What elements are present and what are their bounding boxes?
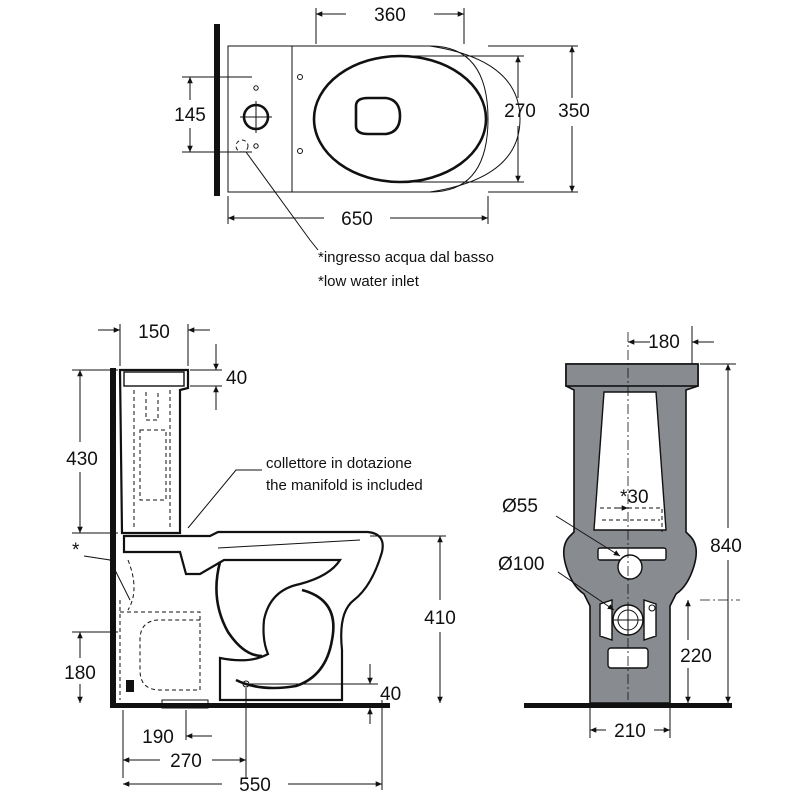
front-view: 180 *30 Ø55 Ø100 840 220 210 bbox=[498, 326, 742, 742]
inlet-cross bbox=[240, 101, 272, 133]
dim-220-label: 220 bbox=[680, 646, 712, 667]
side-bowl-body bbox=[122, 530, 384, 702]
dim-d55-label: Ø55 bbox=[502, 496, 538, 517]
side-outlet-curve bbox=[235, 588, 335, 690]
side-cistern-lid bbox=[123, 371, 185, 387]
wall-side-view bbox=[110, 368, 116, 706]
note-low-inlet-it: *ingresso acqua dal basso bbox=[318, 249, 494, 266]
note-manifold-en: the manifold is included bbox=[266, 477, 423, 494]
dim-210-label: 210 bbox=[614, 721, 646, 742]
side-floor-fixing bbox=[126, 680, 134, 692]
dim-270b-label: 270 bbox=[170, 751, 202, 772]
dim-190-label: 190 bbox=[142, 727, 174, 748]
note-manifold-it: collettore in dotazione bbox=[266, 455, 412, 472]
front-cistern-face bbox=[593, 391, 667, 531]
dim-410-label: 410 bbox=[424, 608, 456, 629]
seat-hole-bottom bbox=[297, 148, 303, 154]
top-tank-outline bbox=[228, 45, 293, 193]
dim-430-label: 430 bbox=[66, 449, 98, 470]
front-lid bbox=[565, 363, 699, 387]
dim-d100-label: Ø100 bbox=[498, 554, 544, 575]
dim-180-label: 180 bbox=[64, 663, 96, 684]
dim-270-ext bbox=[400, 55, 524, 183]
dim-550-label: 550 bbox=[239, 775, 271, 796]
dim-40a-label: 40 bbox=[226, 368, 247, 389]
side-cistern-internals bbox=[133, 390, 171, 530]
side-trap-curve bbox=[215, 561, 263, 658]
front-fixing-dot bbox=[648, 604, 656, 612]
note-low-inlet-en: *low water inlet bbox=[318, 273, 420, 290]
low-inlet-leader bbox=[245, 151, 319, 251]
side-view: collettore in dotazione the manifold is … bbox=[64, 322, 456, 796]
manifold-leader bbox=[187, 469, 262, 529]
side-outlet-center bbox=[242, 680, 250, 688]
floor-side-view bbox=[110, 703, 390, 708]
dim-840-label: 840 bbox=[710, 536, 742, 557]
tank-hole-top bbox=[253, 85, 259, 91]
dim-f180-label: 180 bbox=[648, 332, 680, 353]
top-drain-opening bbox=[354, 96, 402, 136]
side-star-leader bbox=[83, 555, 131, 601]
side-cistern bbox=[118, 368, 190, 535]
dim-650-label: 650 bbox=[341, 209, 373, 230]
floor-front-view bbox=[524, 703, 732, 708]
low-inlet-marker bbox=[235, 139, 249, 153]
seat-hole-top bbox=[297, 74, 303, 80]
dim-145-label: 145 bbox=[174, 105, 206, 126]
dim-360-label: 360 bbox=[374, 5, 406, 26]
front-cistern-dashed bbox=[600, 507, 663, 532]
dim-f30-label: *30 bbox=[620, 487, 649, 508]
dim-350-ext bbox=[488, 45, 578, 193]
top-seat-arc bbox=[429, 45, 521, 193]
side-manifold-dashed bbox=[120, 611, 201, 691]
side-seat-line bbox=[217, 539, 361, 549]
dim-d55-leader bbox=[555, 515, 621, 557]
dim-350-label: 350 bbox=[558, 101, 590, 122]
side-floor-flange bbox=[161, 699, 209, 709]
dim-150-label: 150 bbox=[138, 322, 170, 343]
top-view: 360 145 270 350 650 *ingresso acqua dal … bbox=[174, 5, 590, 290]
front-body-silhouette bbox=[562, 363, 699, 704]
wall-top-view bbox=[214, 24, 220, 196]
dim-270-label: 270 bbox=[504, 101, 536, 122]
dim-145-ext bbox=[182, 76, 252, 153]
dim-40a-ext bbox=[190, 369, 222, 387]
dim-d100-leader bbox=[557, 571, 615, 611]
inlet-55-circle bbox=[617, 554, 643, 580]
dim-40b-label: 40 bbox=[380, 684, 401, 705]
side-inlet-dashed bbox=[119, 559, 135, 700]
side-star-marker: * bbox=[72, 540, 80, 561]
tank-hole-bottom bbox=[253, 143, 259, 149]
top-base-outline bbox=[227, 45, 489, 193]
